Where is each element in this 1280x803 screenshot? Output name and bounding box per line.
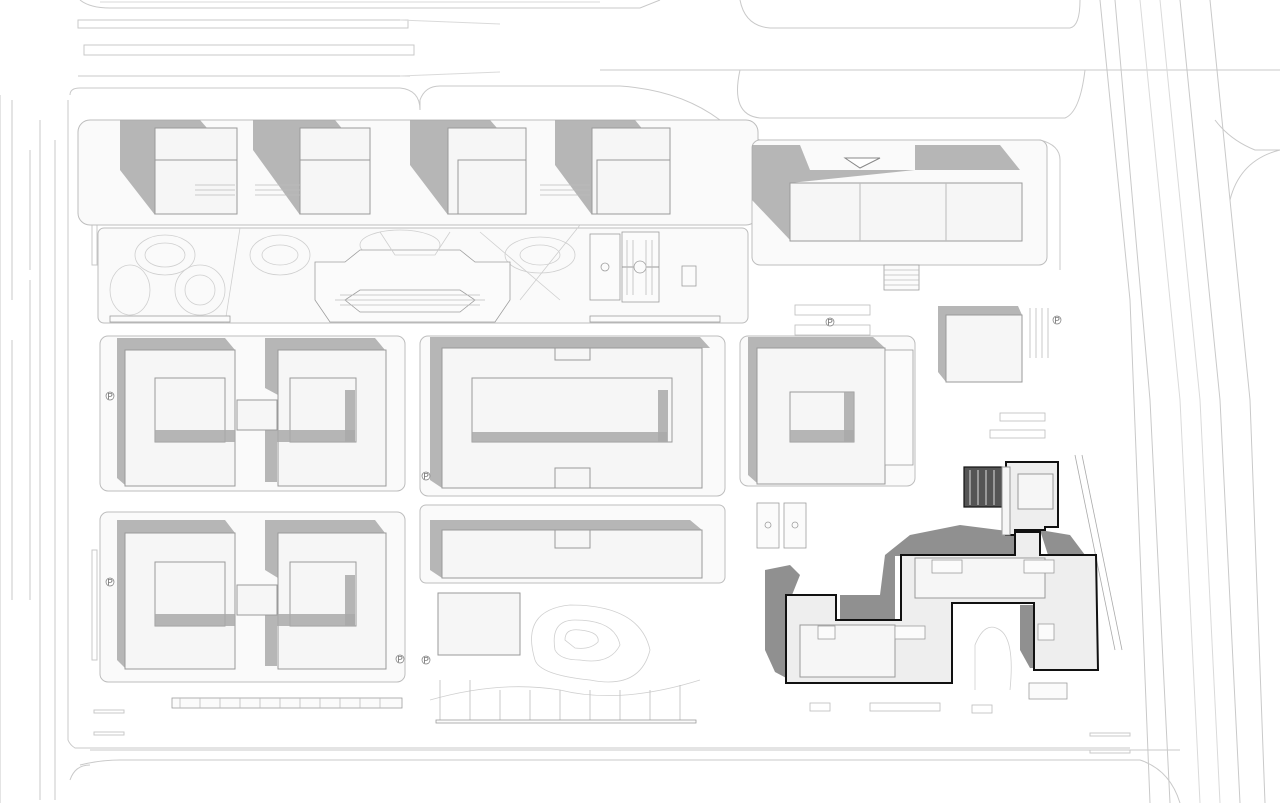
south-small-building xyxy=(429,592,701,724)
svg-text:P: P xyxy=(424,472,429,481)
parking-markers: P P P P P P P xyxy=(105,315,1062,665)
southeast-courts xyxy=(756,502,807,549)
central-south-building xyxy=(419,504,726,584)
svg-text:P: P xyxy=(828,318,833,327)
parking-marker-7: P xyxy=(1052,315,1062,325)
parking-stalls xyxy=(794,304,1123,714)
northeast-building xyxy=(751,139,1048,291)
parking-marker-3: P xyxy=(395,654,405,664)
parking-marker-5: P xyxy=(421,655,431,665)
parking-marker-4: P xyxy=(421,471,431,481)
parking-marker-2: P xyxy=(105,577,115,587)
central-building xyxy=(419,335,726,497)
east-middle-building xyxy=(739,335,916,487)
highlighted-project-building xyxy=(765,461,1100,700)
svg-text:P: P xyxy=(1055,316,1060,325)
central-park xyxy=(97,224,749,324)
svg-text:P: P xyxy=(424,656,429,665)
svg-text:P: P xyxy=(108,578,113,587)
svg-text:P: P xyxy=(108,392,113,401)
north-building-row xyxy=(77,119,759,226)
parking-marker-6: P xyxy=(825,317,835,327)
parking-marker-1: P xyxy=(105,391,115,401)
east-small-building xyxy=(938,306,1049,383)
svg-text:P: P xyxy=(398,655,403,664)
west-courtyard-blocks xyxy=(99,335,406,709)
